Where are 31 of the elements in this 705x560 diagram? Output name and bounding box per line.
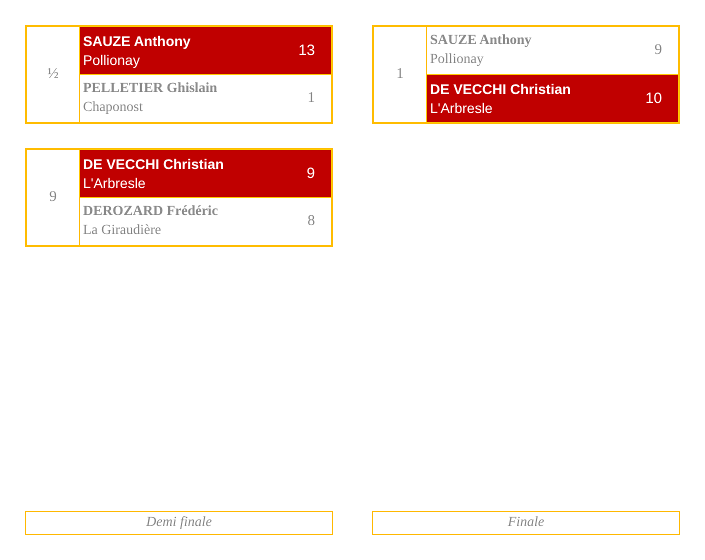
score: 9 [306, 165, 315, 182]
player-name: DEROZARD Frédéric [83, 204, 219, 220]
player-name: SAUZE Anthony [430, 33, 533, 49]
club-name: Pollionay [430, 52, 485, 68]
match-card [25, 25, 333, 124]
player-name: DE VECCHI Christian [430, 81, 572, 97]
winner-row [427, 74, 678, 122]
match-number: 1 [396, 66, 404, 83]
match-number: ½ [47, 66, 59, 83]
match-card [25, 148, 333, 247]
round-title: Demi finale [146, 515, 212, 531]
score: 10 [645, 90, 662, 107]
score: 1 [308, 90, 315, 107]
score: 9 [654, 42, 662, 59]
player-name: PELLETIER Ghislain [83, 81, 218, 97]
match-number: 9 [49, 189, 57, 206]
winner-row [80, 150, 331, 197]
player-name: SAUZE Anthony [83, 33, 192, 49]
player-name: DE VECCHI Christian [83, 156, 225, 172]
club-name: L'Arbresle [430, 100, 494, 116]
club-name: L'Arbresle [83, 175, 147, 191]
score: 8 [308, 213, 315, 230]
round-label-box [372, 511, 680, 535]
winner-row [80, 27, 331, 74]
round-label-box [25, 511, 333, 535]
score: 13 [298, 42, 315, 59]
round-title: Finale [508, 515, 544, 531]
match-card [372, 25, 680, 124]
club-name: Chaponost [83, 100, 144, 116]
club-name: Pollionay [83, 52, 141, 68]
club-name: La Giraudière [83, 223, 162, 239]
